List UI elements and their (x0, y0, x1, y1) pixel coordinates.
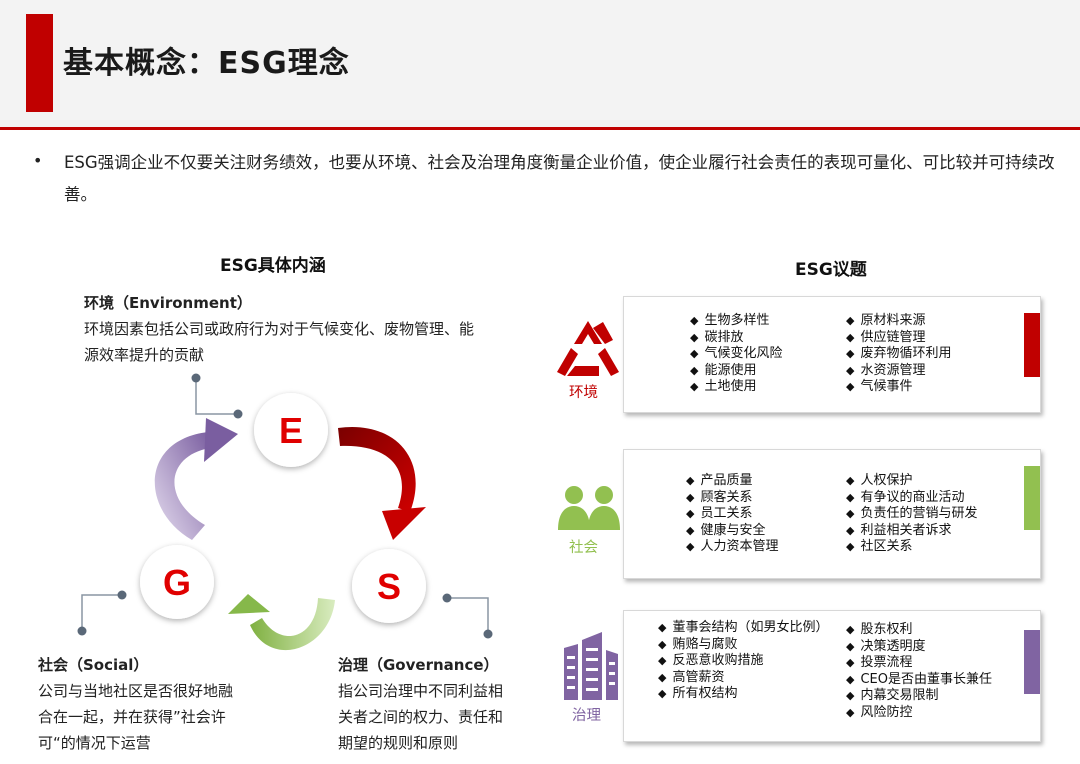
list-item: 土地使用 (690, 379, 782, 396)
environment-accent-bar (1024, 313, 1040, 377)
environment-description: 环境（Environment） 环境因素包括公司或政府行为对于气候变化、废物管理… (84, 290, 474, 368)
g-circle (140, 545, 214, 619)
list-item: 有争议的商业活动 (846, 490, 977, 507)
recycle-icon (557, 321, 619, 376)
governance-topics-col2: 股东权利 决策透明度 投票流程 CEO是否由董事长兼任 内幕交易限制 风险防控 (846, 622, 992, 721)
governance-title: 治理（Governance） (338, 656, 499, 674)
governance-body: 指公司治理中不同利益相关者之间的权力、责任和期望的规则和原则 (338, 682, 504, 752)
header-divider (0, 127, 1080, 130)
list-item: 董事会结构（如男女比例） (658, 620, 828, 637)
arrow-e-to-s (338, 426, 416, 512)
e-circle (254, 393, 328, 467)
header-band (0, 0, 1080, 128)
e-letter: E (279, 410, 303, 451)
list-item: 反恶意收购措施 (658, 653, 828, 670)
list-item: 人力资本管理 (686, 539, 778, 556)
connector-environment (195, 378, 238, 415)
arrow-s-to-g (250, 598, 335, 651)
list-item: 废弃物循环利用 (846, 346, 951, 363)
arrow-g-to-e (154, 432, 210, 540)
esg-topics-title: ESG议题 (795, 260, 867, 280)
list-item: 决策透明度 (846, 639, 992, 656)
intro-text: ESG强调企业不仅要关注财务绩效，也要从环境、社会及治理角度衡量企业价值，使企业… (64, 153, 1055, 204)
building-icon (564, 632, 618, 700)
environment-topics-box (623, 296, 1041, 413)
list-item: 碳排放 (690, 330, 782, 347)
environment-label: 环境 (569, 385, 598, 401)
s-letter: S (377, 566, 401, 607)
list-item: 供应链管理 (846, 330, 951, 347)
list-item: 社区关系 (846, 539, 977, 556)
list-item: 气候变化风险 (690, 346, 782, 363)
list-item: 利益相关者诉求 (846, 523, 977, 540)
governance-description: 治理（Governance） 指公司治理中不同利益相关者之间的权力、责任和期望的… (338, 652, 510, 756)
list-item: 生物多样性 (690, 313, 782, 330)
environment-body: 环境因素包括公司或政府行为对于气候变化、废物管理、能源效率提升的贡献 (84, 320, 475, 364)
list-item: 高管薪资 (658, 670, 828, 687)
governance-topics-col1: 董事会结构（如男女比例） 贿赂与腐败 反恶意收购措施 高管薪资 所有权结构 (658, 620, 828, 703)
list-item: 原材料来源 (846, 313, 951, 330)
page-title: 基本概念：ESG理念 (63, 46, 350, 81)
environment-title: 环境（Environment） (84, 294, 252, 312)
social-description: 社会（Social） 公司与当地社区是否很好地融合在一起，并在获得”社会许可“的… (38, 652, 238, 756)
bullet-marker: • (33, 151, 43, 170)
list-item: 所有权结构 (658, 686, 828, 703)
social-label: 社会 (569, 540, 598, 556)
s-circle (352, 549, 426, 623)
list-item: 产品质量 (686, 473, 778, 490)
social-topics-col1: 产品质量 顾客关系 员工关系 健康与安全 人力资本管理 (686, 473, 778, 556)
connector-social (81, 594, 122, 631)
esg-connotation-title: ESG具体内涵 (220, 256, 326, 276)
list-item: 健康与安全 (686, 523, 778, 540)
header-accent-bar (26, 14, 53, 112)
list-item: 内幕交易限制 (846, 688, 992, 705)
esg-cycle-diagram: E G S (77, 373, 493, 651)
list-item: 能源使用 (690, 363, 782, 380)
list-item: 员工关系 (686, 506, 778, 523)
list-item: 顾客关系 (686, 490, 778, 507)
governance-accent-bar (1024, 630, 1040, 694)
list-item: 气候事件 (846, 379, 951, 396)
governance-label: 治理 (572, 708, 601, 724)
list-item: 股东权利 (846, 622, 992, 639)
social-body: 公司与当地社区是否很好地融合在一起，并在获得”社会许可“的情况下运营 (38, 682, 234, 752)
social-title: 社会（Social） (38, 656, 149, 674)
list-item: 人权保护 (846, 473, 977, 490)
people-icon (558, 486, 620, 530)
list-item: CEO是否由董事长兼任 (846, 672, 992, 689)
social-topics-col2: 人权保护 有争议的商业活动 负责任的营销与研发 利益相关者诉求 社区关系 (846, 473, 977, 556)
list-item: 风险防控 (846, 705, 992, 722)
list-item: 负责任的营销与研发 (846, 506, 977, 523)
connector-governance (447, 597, 489, 634)
g-letter: G (163, 562, 191, 603)
environment-topics-col1: 生物多样性 碳排放 气候变化风险 能源使用 土地使用 (690, 313, 782, 396)
list-item: 贿赂与腐败 (658, 637, 828, 654)
list-item: 投票流程 (846, 655, 992, 672)
list-item: 水资源管理 (846, 363, 951, 380)
social-accent-bar (1024, 466, 1040, 530)
environment-topics-col2: 原材料来源 供应链管理 废弃物循环利用 水资源管理 气候事件 (846, 313, 951, 396)
